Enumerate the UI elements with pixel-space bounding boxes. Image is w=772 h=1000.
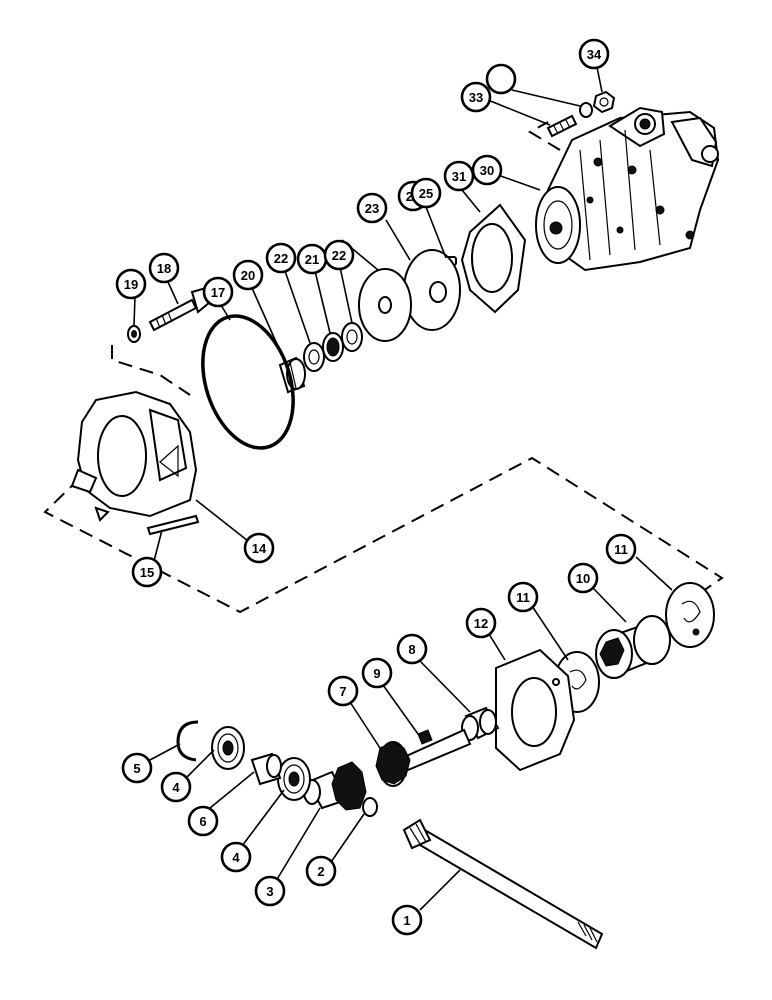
leader-lines [133, 66, 673, 911]
callout-14: 14 [243, 532, 275, 564]
callout-22b: 22 [323, 239, 355, 271]
bearing-4a [211, 726, 245, 770]
callout-31-label: 31 [443, 160, 475, 192]
svg-text:25: 25 [419, 186, 433, 201]
svg-text:21: 21 [305, 252, 319, 267]
washer-19 [127, 325, 141, 343]
svg-text:33: 33 [469, 90, 483, 105]
race-22a [303, 342, 325, 372]
svg-text:3: 3 [266, 884, 273, 899]
gear-shaft-7 [375, 728, 472, 787]
plate-12 [495, 648, 576, 772]
washer-34 [579, 102, 593, 118]
svg-text:19: 19 [124, 277, 138, 292]
callout-4a: 4 [160, 771, 192, 803]
bearing-4b [277, 757, 311, 801]
key-15 [146, 514, 200, 536]
callout-10: 10 [567, 562, 599, 594]
nut-33 [592, 90, 616, 114]
callout-23: 23 [356, 192, 388, 224]
callout-17: 17 [202, 276, 234, 308]
svg-text:5: 5 [133, 761, 140, 776]
callout-32: 33 [460, 81, 492, 113]
washer-23 [358, 268, 412, 342]
svg-text:1: 1 [403, 913, 410, 928]
drive-shaft-1 [402, 818, 604, 950]
svg-text:11: 11 [614, 542, 628, 557]
snap-ring-2 [362, 797, 378, 817]
pinion-gear-3 [303, 761, 367, 811]
callout-11a: 11 [507, 581, 539, 613]
svg-text:17: 17 [211, 285, 225, 300]
svg-text:23: 23 [365, 201, 379, 216]
callout-18: 18 [148, 252, 180, 284]
thrust-bearing-21 [322, 332, 344, 362]
housing-14 [70, 390, 198, 522]
callout-22a: 22 [265, 242, 297, 274]
callout-30-label: 30 [471, 154, 503, 186]
o-ring-17 [201, 314, 295, 450]
callout-20: 20 [232, 259, 264, 291]
svg-text:2: 2 [317, 864, 324, 879]
svg-text:6: 6 [199, 814, 206, 829]
svg-text:9: 9 [373, 666, 380, 681]
side-plate-11b [665, 582, 715, 648]
svg-text:7: 7 [339, 684, 346, 699]
callout-19: 19 [115, 268, 147, 300]
callout-5: 5 [121, 752, 153, 784]
key-9 [417, 729, 433, 745]
stud-32 [546, 114, 578, 138]
svg-text:4: 4 [172, 780, 180, 795]
svg-text:34: 34 [587, 47, 602, 62]
callout-4b: 4 [220, 841, 252, 873]
callout-7: 7 [327, 675, 359, 707]
svg-text:20: 20 [241, 268, 255, 283]
svg-text:18: 18 [157, 261, 171, 276]
svg-text:10: 10 [576, 571, 590, 586]
svg-text:11: 11 [516, 590, 530, 605]
svg-text:8: 8 [408, 642, 415, 657]
callout-15: 15 [131, 556, 163, 588]
callout-6: 6 [187, 805, 219, 837]
callout-2: 2 [305, 855, 337, 887]
snap-ring-5 [176, 720, 199, 762]
svg-text:14: 14 [252, 541, 267, 556]
gasket-31 [460, 203, 527, 314]
svg-text:15: 15 [140, 565, 154, 580]
svg-text:22: 22 [274, 251, 288, 266]
spacer-6 [250, 752, 282, 786]
svg-text:4: 4 [232, 850, 240, 865]
callout-9: 9 [361, 657, 393, 689]
callout-11b: 11 [605, 533, 637, 565]
svg-text:31: 31 [452, 169, 466, 184]
assembly-guide-upper [111, 121, 561, 396]
bushing-8 [461, 706, 500, 741]
pump-assembly [535, 106, 720, 272]
callout-33: 34 [578, 38, 610, 70]
rotor-ring-10 [595, 615, 671, 679]
callout-8: 8 [396, 633, 428, 665]
callout-3: 3 [254, 875, 286, 907]
svg-text:12: 12 [474, 616, 488, 631]
callout-1: 1 [391, 904, 423, 936]
svg-text:22: 22 [332, 248, 346, 263]
svg-text:30: 30 [480, 163, 494, 178]
callout-34 [485, 63, 517, 95]
callout-25-bubble: 25 [410, 177, 442, 209]
callout-12: 12 [465, 607, 497, 639]
